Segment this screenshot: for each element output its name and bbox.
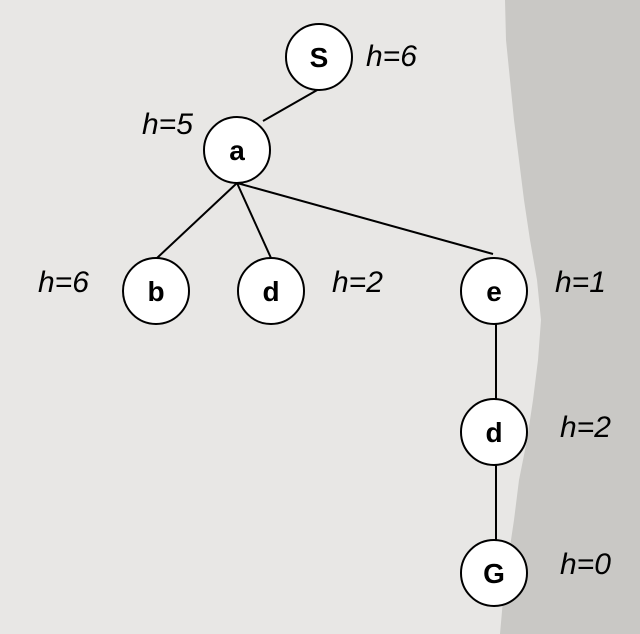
heuristic-label-g: h=0 [560, 548, 611, 581]
edge-a-e [236, 182, 494, 255]
edge-a-d [236, 182, 272, 259]
tree-node-a: a [203, 116, 271, 184]
heuristic-label-a: h=5 [142, 108, 193, 141]
background-shadow-region [500, 0, 640, 634]
heuristic-label-b: h=6 [38, 266, 89, 299]
tree-node-g: G [460, 539, 528, 607]
node-label-d-lower: d [485, 417, 502, 448]
tree-node-d-lower: d [460, 398, 528, 466]
heuristic-label-s: h=6 [366, 40, 417, 73]
edge-a-b [156, 182, 238, 259]
node-label-a: a [229, 135, 245, 166]
tree-node-s: S [285, 23, 353, 91]
tree-node-e: e [460, 257, 528, 325]
tree-node-d-left: d [237, 257, 305, 325]
heuristic-label-e: h=1 [555, 266, 606, 299]
node-label-d-left: d [262, 276, 279, 307]
heuristic-label-d-lower: h=2 [560, 411, 611, 444]
node-label-e: e [486, 276, 502, 307]
edge-S-a [262, 88, 320, 122]
heuristic-label-d-left: h=2 [332, 266, 383, 299]
node-label-g: G [483, 558, 505, 589]
tree-node-b: b [122, 257, 190, 325]
node-label-b: b [147, 276, 164, 307]
node-label-s: S [310, 42, 329, 73]
